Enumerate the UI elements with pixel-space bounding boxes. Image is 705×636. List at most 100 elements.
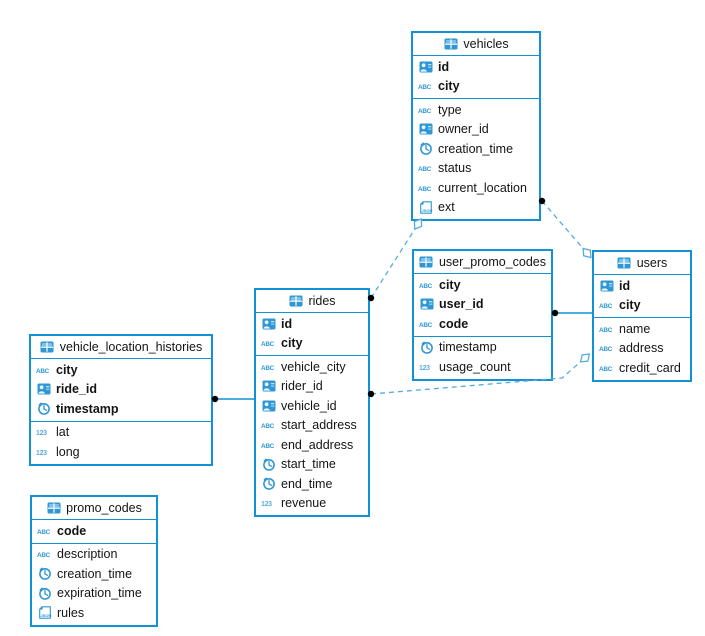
svg-text:ABC: ABC [261,423,275,430]
column-name: id [281,316,293,331]
person-ref-icon [418,61,434,73]
column-row-timestamp[interactable]: timestamp [414,338,551,358]
column-row-id[interactable]: id [413,57,539,77]
table-header[interactable]: vehicle_location_histories [31,336,211,359]
column-name: vehicle_city [281,359,346,374]
column-row-user_id[interactable]: user_id [414,295,551,315]
datetime-type-icon [261,477,277,491]
svg-text:123: 123 [419,365,430,372]
number-type-icon: 123 [261,497,277,509]
svg-text:ABC: ABC [419,322,433,329]
table-icon [288,295,303,307]
text-type-icon: ABC [261,337,277,349]
column-row-ride_id[interactable]: ride_id [31,380,211,400]
column-row-description[interactable]: ABC description [32,545,156,565]
column-name: start_address [281,418,357,433]
column-row-expiration_time[interactable]: expiration_time [32,584,156,604]
column-name: description [57,547,118,562]
column-row-start_time[interactable]: start_time [256,455,368,475]
table-header[interactable]: users [594,252,690,275]
table-header[interactable]: vehicles [413,33,539,56]
text-type-icon: ABC [599,362,615,374]
column-row-vehicle_id[interactable]: vehicle_id [256,396,368,416]
column-row-rider_id[interactable]: rider_id [256,377,368,397]
svg-text:ABC: ABC [599,327,613,334]
relationship-rides-to-users[interactable] [370,357,586,395]
column-name: code [57,523,87,538]
column-name: rider_id [281,379,323,394]
table-header[interactable]: promo_codes [32,497,156,520]
svg-text:123: 123 [36,430,47,437]
text-type-icon: ABC [261,439,277,451]
person-ref-icon [36,383,52,395]
column-name: code [439,316,469,331]
column-name: timestamp [56,401,119,416]
svg-text:123: 123 [261,501,272,508]
table-icon [40,341,55,353]
table-header[interactable]: user_promo_codes [414,251,551,274]
datetime-type-icon [418,142,434,156]
column-name: start_time [281,457,336,472]
column-name: city [439,277,461,292]
column-name: current_location [438,180,527,195]
column-row-id[interactable]: id [594,276,690,296]
column-row-owner_id[interactable]: owner_id [413,120,539,140]
column-name: city [438,79,460,94]
column-name: creation_time [438,141,514,156]
json-type-icon: JSON [418,201,434,214]
column-row-creation_time[interactable]: creation_time [32,564,156,584]
person-ref-icon [599,280,615,292]
column-row-start_address[interactable]: ABC start_address [256,416,368,436]
svg-text:JSON: JSON [41,613,52,618]
text-type-icon: ABC [418,104,434,116]
datetime-type-icon [37,587,53,600]
column-name: expiration_time [57,586,142,601]
person-ref-icon [261,400,277,412]
column-row-code[interactable]: ABC code [414,314,551,334]
column-name: id [619,278,631,293]
person-ref-icon [261,318,277,330]
relationship-vehicles-to-users[interactable] [541,200,588,254]
column-row-creation_time[interactable]: creation_time [413,139,539,159]
column-row-timestamp[interactable]: timestamp [31,399,211,419]
column-name: owner_id [438,122,489,137]
table-header[interactable]: rides [256,290,368,313]
relationship-rides-to-vehicles[interactable] [370,223,419,299]
text-type-icon: ABC [37,548,53,560]
column-row-id[interactable]: id [256,314,368,334]
column-name: end_time [281,476,333,491]
table-icon [419,256,434,268]
svg-text:ABC: ABC [418,108,432,115]
column-row-end_time[interactable]: end_time [256,474,368,494]
